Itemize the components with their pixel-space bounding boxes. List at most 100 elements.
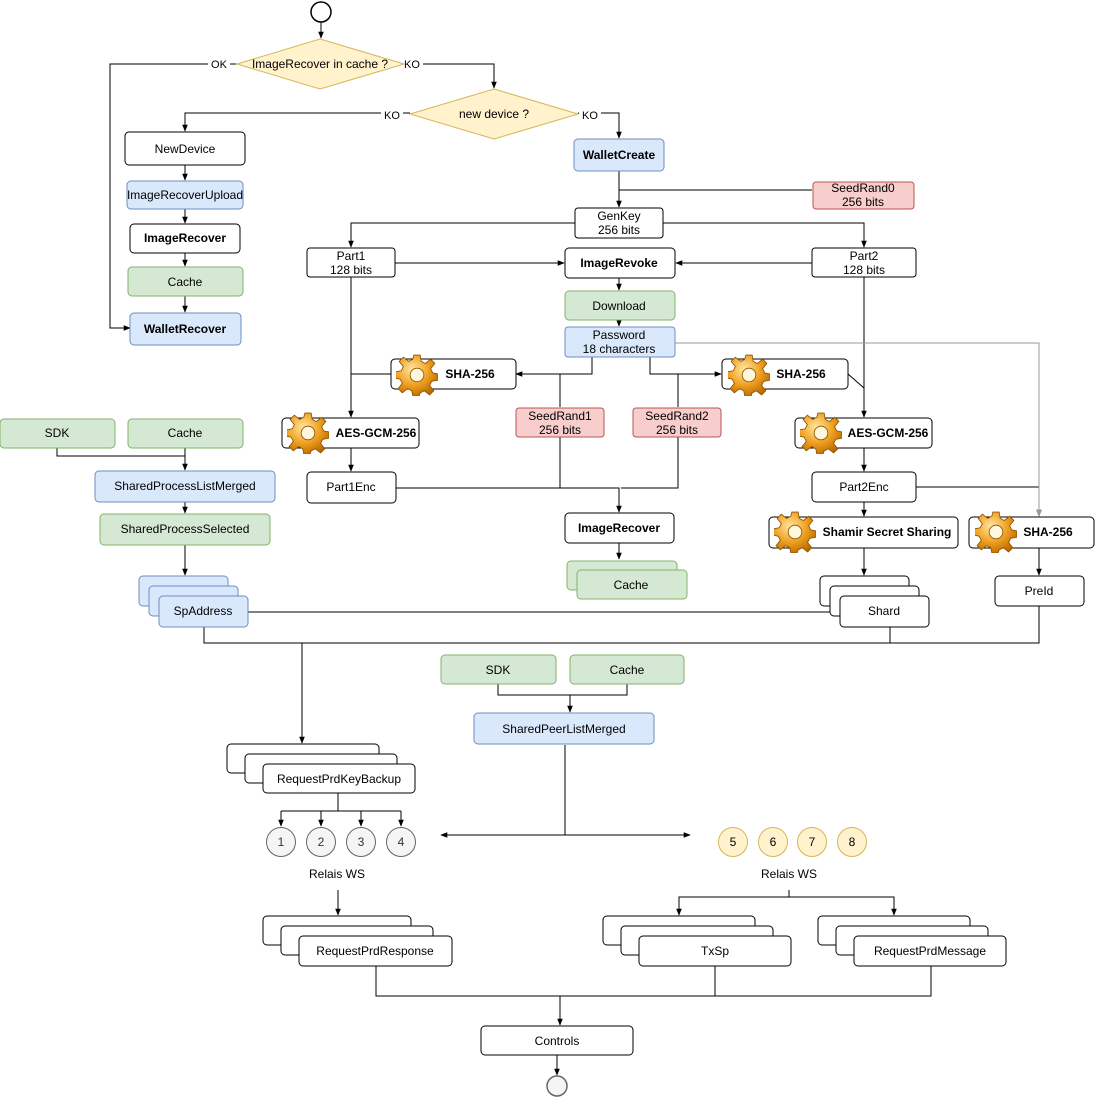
node-cache-sdk-mid: Cache	[569, 654, 685, 685]
svg-text:ImageRecover: ImageRecover	[578, 521, 660, 535]
svg-text:SDK: SDK	[45, 426, 70, 440]
svg-text:Part1: Part1	[337, 249, 366, 263]
node-part1: Part1 128 bits	[306, 247, 396, 278]
svg-text:7: 7	[809, 835, 816, 849]
node-request-prd-key-backup: RequestPrdKeyBackup	[226, 743, 416, 794]
node-sp-address: SpAddress	[138, 575, 249, 628]
node-request-prd-response: RequestPrdResponse	[262, 915, 453, 967]
node-image-recover-left: ImageRecover	[129, 223, 241, 254]
node-wallet-recover: WalletRecover	[129, 312, 242, 346]
gear-icon	[800, 412, 842, 454]
svg-text:SHA-256: SHA-256	[1023, 525, 1073, 539]
node-part1enc: Part1Enc	[306, 471, 397, 504]
end-node	[546, 1075, 568, 1097]
node-cache-left: Cache	[127, 266, 244, 297]
edge-ko	[404, 63, 497, 89]
label-ko-cache: KO	[404, 59, 420, 71]
decision-device-label: new device ?	[459, 107, 529, 121]
start-node	[310, 1, 332, 23]
relay-node: 6	[758, 827, 788, 857]
svg-text:SharedProcessListMerged: SharedProcessListMerged	[114, 479, 255, 493]
node-shared-peer-list-merged: SharedPeerListMerged	[473, 712, 655, 745]
svg-text:SeedRand2: SeedRand2	[645, 409, 709, 423]
svg-text:Cache: Cache	[610, 663, 645, 677]
svg-text:RequestPrdMessage: RequestPrdMessage	[874, 944, 986, 958]
edge-labels: OK KO KO KO	[208, 57, 601, 122]
relays-left: 1 2 3 4 Relais WS	[266, 827, 416, 881]
svg-text:Controls: Controls	[535, 1034, 580, 1048]
node-shared-process-list-merged: SharedProcessListMerged	[94, 470, 276, 503]
svg-text:256 bits: 256 bits	[842, 195, 884, 209]
svg-text:1: 1	[278, 835, 285, 849]
svg-text:SHA-256: SHA-256	[445, 367, 495, 381]
node-password: Password 18 characters	[564, 326, 676, 358]
node-request-prd-message: RequestPrdMessage	[817, 915, 1007, 967]
gear-icon	[287, 412, 329, 454]
relais-right-label: Relais WS	[761, 867, 817, 881]
svg-text:128 bits: 128 bits	[330, 263, 372, 277]
svg-text:128 bits: 128 bits	[843, 263, 885, 277]
node-txsp: TxSp	[602, 915, 792, 967]
node-download: Download	[564, 290, 676, 321]
node-sdk-left: SDK	[0, 418, 116, 449]
svg-text:Part2Enc: Part2Enc	[839, 480, 888, 494]
svg-text:SharedPeerListMerged: SharedPeerListMerged	[502, 722, 625, 736]
svg-text:3: 3	[358, 835, 365, 849]
decision-cache-label: ImageRecover in cache ?	[252, 57, 388, 71]
label-ok: OK	[211, 59, 228, 71]
node-seed-rand0: SeedRand0 256 bits	[812, 181, 915, 210]
relais-left-label: Relais WS	[309, 867, 365, 881]
svg-text:SpAddress: SpAddress	[174, 604, 233, 618]
edge-ok	[109, 63, 238, 331]
node-sha-far: SHA-256	[968, 511, 1095, 553]
edge-new-device-ko	[182, 112, 410, 132]
svg-text:Cache: Cache	[168, 275, 203, 289]
svg-text:WalletCreate: WalletCreate	[583, 148, 656, 162]
svg-text:Part1Enc: Part1Enc	[326, 480, 375, 494]
svg-text:SharedProcessSelected: SharedProcessSelected	[121, 522, 250, 536]
svg-text:GenKey: GenKey	[597, 209, 640, 223]
node-seed-rand1: SeedRand1 256 bits	[515, 407, 605, 438]
svg-text:SDK: SDK	[486, 663, 511, 677]
node-new-device: NewDevice	[124, 131, 246, 166]
svg-text:Cache: Cache	[168, 426, 203, 440]
relay-node: 4	[386, 827, 416, 857]
svg-text:256 bits: 256 bits	[539, 423, 581, 437]
node-part2enc: Part2Enc	[811, 471, 917, 503]
node-shard: Shard	[819, 575, 930, 628]
svg-text:Shard: Shard	[868, 604, 900, 618]
gear-icon	[396, 354, 438, 396]
svg-text:Password: Password	[593, 328, 646, 342]
svg-text:RequestPrdResponse: RequestPrdResponse	[316, 944, 434, 958]
label-ko-wallet-create: KO	[582, 110, 598, 122]
svg-text:Download: Download	[592, 299, 645, 313]
svg-text:AES-GCM-256: AES-GCM-256	[848, 426, 929, 440]
node-image-recover-mid: ImageRecover	[564, 512, 675, 544]
relays-right: 5 6 7 8 Relais WS	[718, 827, 867, 881]
node-sdk-mid: SDK	[440, 654, 557, 685]
svg-text:2: 2	[318, 835, 325, 849]
node-part2: Part2 128 bits	[811, 247, 917, 278]
gear-icon	[728, 354, 770, 396]
svg-text:18 characters: 18 characters	[583, 342, 656, 356]
svg-text:SHA-256: SHA-256	[776, 367, 826, 381]
svg-text:NewDevice: NewDevice	[155, 142, 216, 156]
svg-text:PreId: PreId	[1025, 584, 1054, 598]
label-ko-new-device: KO	[384, 110, 400, 122]
relay-node: 7	[797, 827, 827, 857]
svg-text:RequestPrdKeyBackup: RequestPrdKeyBackup	[277, 772, 401, 786]
node-shared-process-selected: SharedProcessSelected	[99, 513, 271, 546]
decision-device: new device ?	[408, 88, 580, 140]
svg-text:Cache: Cache	[614, 578, 649, 592]
svg-text:ImageRevoke: ImageRevoke	[580, 256, 658, 270]
relay-node: 1	[266, 827, 296, 857]
node-preid: PreId	[994, 575, 1085, 607]
svg-text:4: 4	[398, 835, 405, 849]
gear-icon	[975, 511, 1017, 553]
node-sha-left: SHA-256	[390, 354, 517, 396]
svg-text:WalletRecover: WalletRecover	[144, 322, 227, 336]
decision-cache: ImageRecover in cache ?	[235, 38, 406, 90]
node-cache-mid: Cache	[566, 560, 688, 600]
node-image-revoke: ImageRevoke	[564, 247, 676, 279]
